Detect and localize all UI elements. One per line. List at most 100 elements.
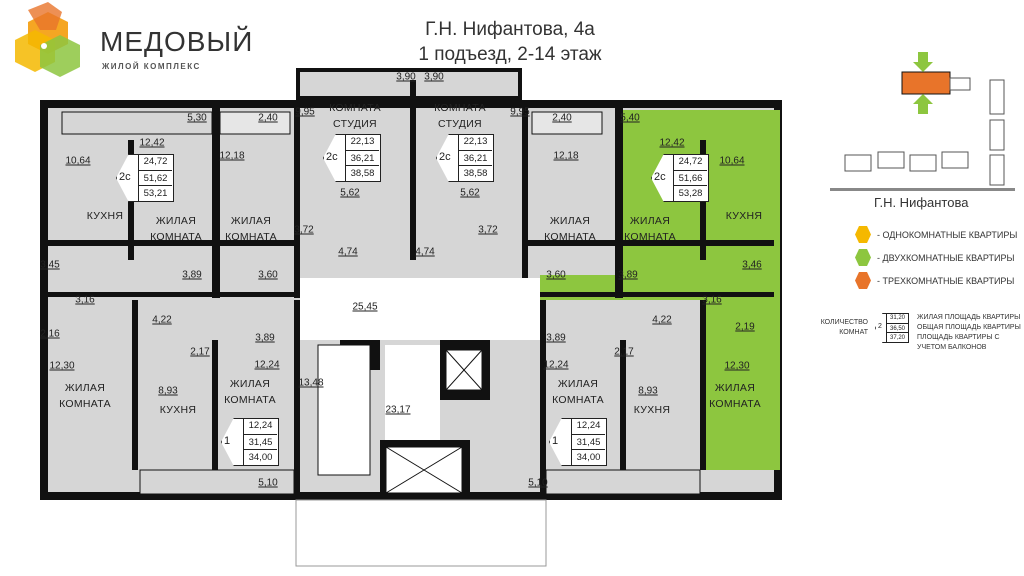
legend-balcony-area: ПЛОЩАДЬ КВАРТИРЫ С УЧЕТОМ БАЛКОНОВ <box>917 334 1000 351</box>
balcony-area: 37,20 <box>886 333 908 343</box>
room-area-label: 2,17 <box>614 346 634 358</box>
hexagon-icon <box>855 226 871 243</box>
legend-label: - ТРЕХКОМНАТНЫЕ КВАРТИРЫ <box>877 275 1015 286</box>
legend-two-room: - ДВУХКОМНАТНЫЕ КВАРТИРЫ <box>855 249 1014 266</box>
hexagon-icon <box>855 249 871 266</box>
legend-one-room: - ОДНОКОМНАТНЫЕ КВАРТИРЫ <box>855 226 1017 243</box>
room-area-label: 3,16 <box>75 294 95 306</box>
address-title: Г.Н. Нифантова, 4а <box>425 19 595 40</box>
brand-subtitle: ЖИЛОЙ КОМПЛЕКС <box>102 62 201 71</box>
lobby <box>300 278 540 340</box>
room-area-label: 12,42 <box>139 137 165 149</box>
living-area: 12,24 <box>243 418 277 434</box>
legend-three-room: - ТРЕХКОМНАТНЫЕ КВАРТИРЫ <box>855 272 1014 289</box>
balcony-area: 38,58 <box>345 166 379 182</box>
room-area-label: 3,46 <box>742 259 762 271</box>
room-area-label: 9,95 <box>510 106 530 118</box>
room-area-label: 5,30 <box>187 112 207 124</box>
room-area-label: 12,30 <box>724 360 750 372</box>
room-area-label: 3,45 <box>40 259 60 271</box>
legend-label: - ОДНОКОМНАТНЫЕ КВАРТИРЫ <box>877 229 1018 240</box>
room-area-label: 3,72 <box>294 224 314 236</box>
room-count: 1 <box>224 435 231 447</box>
total-area: 31,45 <box>571 434 605 450</box>
balcony-area: 38,58 <box>458 166 492 182</box>
room-count: 1 <box>552 435 559 447</box>
room-name-label: КУХНЯ <box>725 210 763 222</box>
room-name-label: КОМНАТА СТУДИЯ <box>329 102 381 130</box>
total-area: 36,50 <box>886 323 908 333</box>
highlighted-apartment <box>540 110 780 470</box>
legend-label: - ДВУХКОМНАТНЫЕ КВАРТИРЫ <box>877 252 1015 263</box>
room-name-label: ЖИЛАЯ КОМНАТА <box>225 215 277 243</box>
room-area-label: 12,30 <box>49 360 75 372</box>
legend-living-area: ЖИЛАЯ ПЛОЩАДЬ КВАРТИРЫ <box>917 314 1021 321</box>
key-map <box>830 52 1015 191</box>
room-area-label: 8,93 <box>158 385 178 397</box>
room-count: 2с <box>439 151 451 163</box>
room-area-label: 13,48 <box>298 377 324 389</box>
room-area-label: 4,22 <box>652 314 672 326</box>
room-area-label: 4,74 <box>338 246 358 258</box>
room-name-label: КУХНЯ <box>86 210 124 222</box>
room-area-label: 3,89 <box>182 269 202 281</box>
room-area-label: 5,40 <box>620 112 640 124</box>
legend-descriptions: ЖИЛАЯ ПЛОЩАДЬ КВАРТИРЫ ОБЩАЯ ПЛОЩАДЬ КВА… <box>917 313 1021 353</box>
room-count: 2с <box>654 171 666 183</box>
living-area: 22,13 <box>345 134 379 150</box>
room-area-label: 4,74 <box>415 246 435 258</box>
room-area-label: 3,72 <box>478 224 498 236</box>
room-area-label: 4,22 <box>152 314 172 326</box>
balcony-area: 34,00 <box>243 450 277 466</box>
room-area-label: 9,95 <box>295 106 315 118</box>
room-name-label: КУХНЯ <box>633 404 671 416</box>
room-area-label: 5,10 <box>528 477 548 489</box>
total-area: 51,66 <box>673 170 707 186</box>
living-area: 31,20 <box>886 313 908 323</box>
living-area: 24,72 <box>138 154 172 170</box>
room-name-label: ЖИЛАЯ КОМНАТА <box>552 378 604 406</box>
room-area-label: 3,60 <box>546 269 566 281</box>
total-area: 36,21 <box>345 150 379 166</box>
room-name-label: КОМНАТА СТУДИЯ <box>434 102 486 130</box>
room-area-label: 2,17 <box>190 346 210 358</box>
room-count: 2с <box>326 151 338 163</box>
room-area-label: 25,45 <box>352 301 378 313</box>
room-area-label: 5,62 <box>460 187 480 199</box>
room-area-label: 3,16 <box>702 294 722 306</box>
total-area: 51,62 <box>138 170 172 186</box>
balcony-area: 53,21 <box>138 186 172 202</box>
room-area-label: 5,10 <box>258 477 278 489</box>
legend-total-area: ОБЩАЯ ПЛОЩАДЬ КВАРТИРЫ <box>917 324 1021 331</box>
room-name-label: ЖИЛАЯ КОМНАТА <box>59 382 111 410</box>
brand-logo-mark <box>15 2 80 77</box>
balcony-area: 53,28 <box>673 186 707 202</box>
entrance-floors: 1 подъезд, 2-14 этаж <box>418 44 602 65</box>
room-area-label: 12,42 <box>659 137 685 149</box>
legend-sample-badge: 2 31,20 36,50 37,20 <box>875 313 909 343</box>
room-area-label: 5,62 <box>340 187 360 199</box>
room-area-label: 3,89 <box>618 269 638 281</box>
room-area-label: 10,64 <box>719 155 745 167</box>
key-map-street: Г.Н. Нифантова <box>874 195 969 210</box>
room-count: 2 <box>878 323 882 330</box>
balcony-area: 34,00 <box>571 450 605 466</box>
room-area-label: 12,24 <box>254 359 280 371</box>
room-area-label: 12,18 <box>219 150 245 162</box>
living-area: 22,13 <box>458 134 492 150</box>
room-area-label: 12,24 <box>543 359 569 371</box>
room-area-label: 2,19 <box>735 321 755 333</box>
room-area-label: 8,93 <box>638 385 658 397</box>
room-area-label: 2,40 <box>552 112 572 124</box>
total-area: 36,21 <box>458 150 492 166</box>
room-area-label: 2,16 <box>40 328 60 340</box>
total-area: 31,45 <box>243 434 277 450</box>
room-area-label: 3,89 <box>255 332 275 344</box>
room-area-label: 3,60 <box>258 269 278 281</box>
